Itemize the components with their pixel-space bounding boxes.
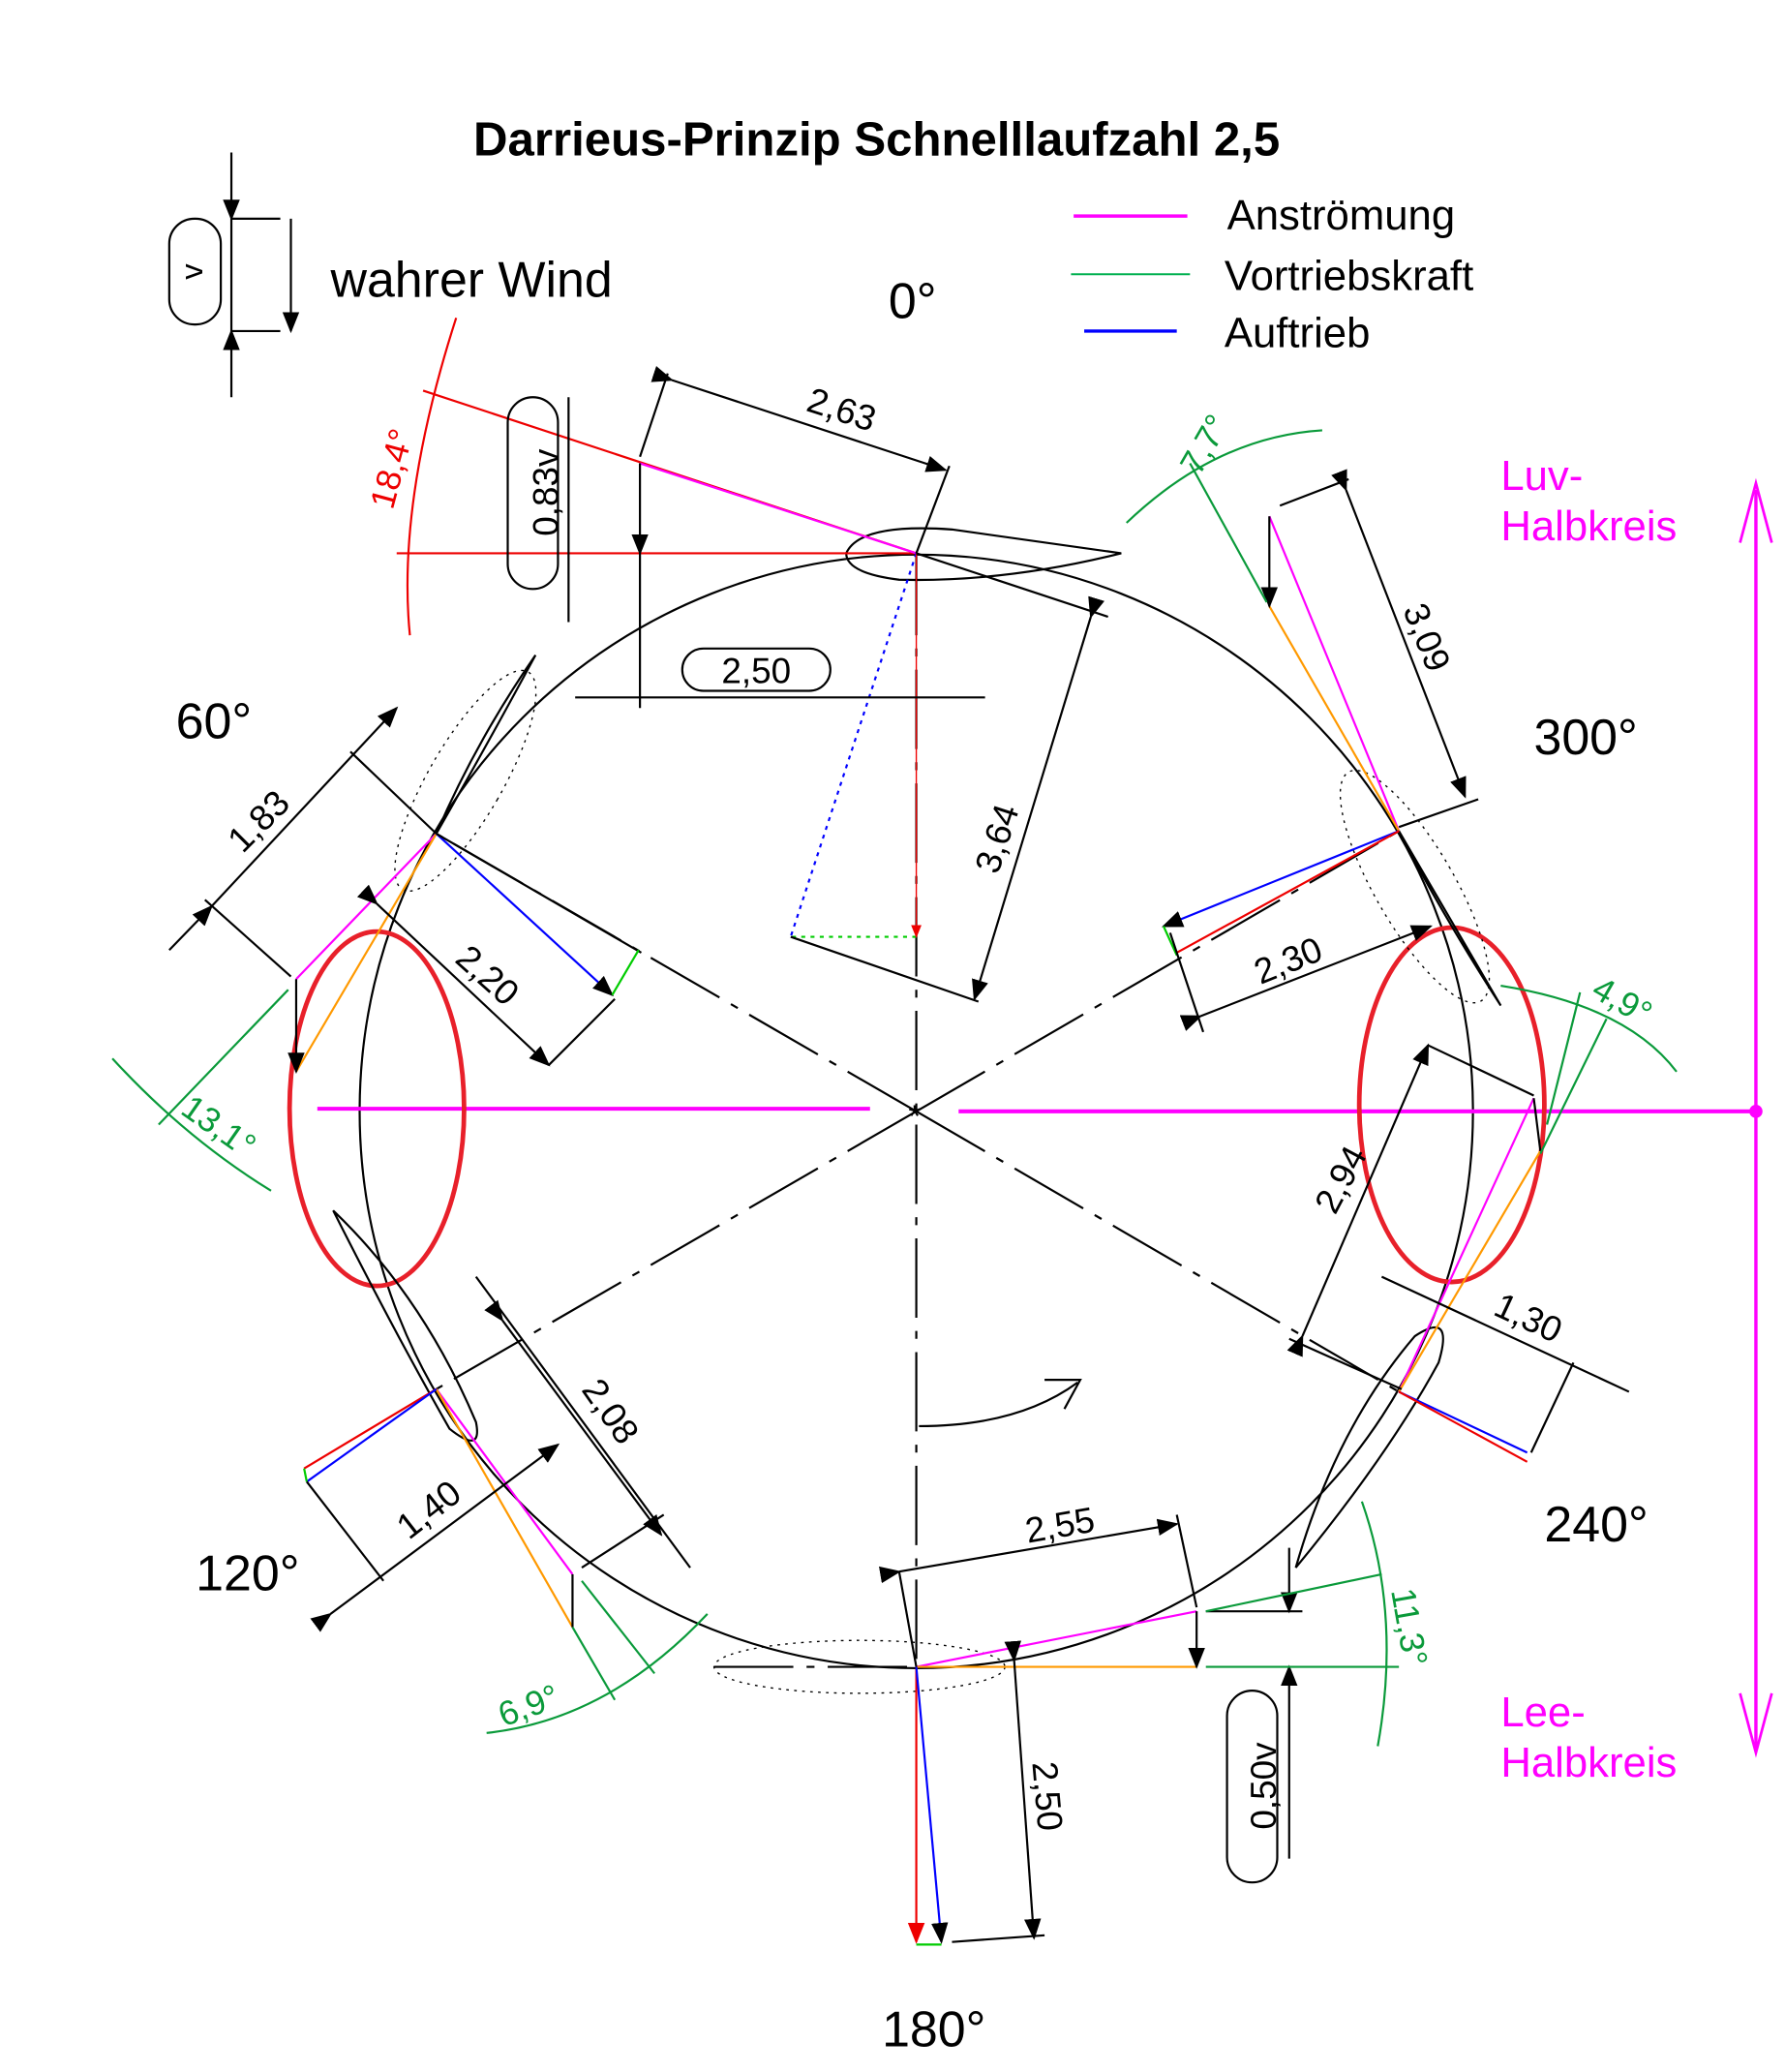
angle-label-180: 180° (882, 2001, 985, 2057)
dim-180-flow: 2,55 (1022, 1500, 1098, 1551)
dim-240-angle: 4,9° (1586, 969, 1658, 1033)
dim-0-lift: 3,64 (967, 800, 1026, 878)
angle-label-300: 300° (1533, 709, 1637, 765)
highlight-ellipse-right (1356, 925, 1547, 1285)
dim-120-angle: 6,9° (493, 1677, 563, 1734)
dim-180-angle: 11,3° (1383, 1585, 1435, 1668)
blade-300 (1126, 429, 1502, 1033)
dim-300-flow: 3,09 (1395, 597, 1458, 677)
legend: Anströmung Vortriebskraft Auftrieb (1071, 192, 1473, 356)
angle-label-0: 0° (889, 272, 937, 328)
angle-label-60: 60° (176, 693, 252, 749)
blade-240 (1286, 985, 1678, 1569)
dim-60-angle: 13,1° (174, 1087, 262, 1166)
wind-symbol-label: v (173, 263, 209, 280)
dim-180-wind: 0,50v (1244, 1742, 1284, 1830)
half-circle-axis (317, 477, 1773, 1758)
dim-120-lift: 1,40 (389, 1473, 469, 1547)
wind-symbol: v (167, 152, 300, 398)
rotation-arrow (919, 1381, 1078, 1428)
wind-label: wahrer Wind (329, 251, 612, 307)
blade-60 (111, 654, 643, 1192)
dim-0-speed: 2,50 (721, 651, 791, 690)
blade-120 (303, 1209, 709, 1734)
dim-180-lift: 2,50 (1024, 1760, 1070, 1833)
dim-60-lift: 2,20 (448, 937, 527, 1014)
dim-60-flow: 1,83 (220, 782, 297, 860)
dim-240-lift: 1,30 (1489, 1285, 1568, 1350)
angle-label-120: 120° (196, 1544, 299, 1600)
center-mark: * (908, 1098, 921, 1134)
dim-0-wind: 0,83v (526, 448, 565, 536)
dim-0-flow: 2,63 (802, 380, 881, 439)
angle-label-240: 240° (1544, 1496, 1648, 1552)
luv-label: Luv-Halbkreis (1500, 452, 1677, 550)
dim-0-angle: 18,4° (363, 425, 421, 513)
diagram-title: Darrieus-Prinzip Schnelllaufzahl 2,5 (473, 112, 1280, 166)
blade-180 (712, 1501, 1400, 1946)
lee-label: Lee-Halbkreis (1500, 1689, 1677, 1786)
legend-label-vortriebskraft: Vortriebskraft (1225, 253, 1473, 300)
dim-120-flow: 2,08 (574, 1371, 647, 1450)
dim-300-angle: 7,7° (1172, 408, 1236, 480)
legend-label-anstroemung: Anströmung (1227, 192, 1456, 239)
legend-label-auftrieb: Auftrieb (1225, 309, 1371, 356)
blade-0 (396, 317, 1122, 1003)
